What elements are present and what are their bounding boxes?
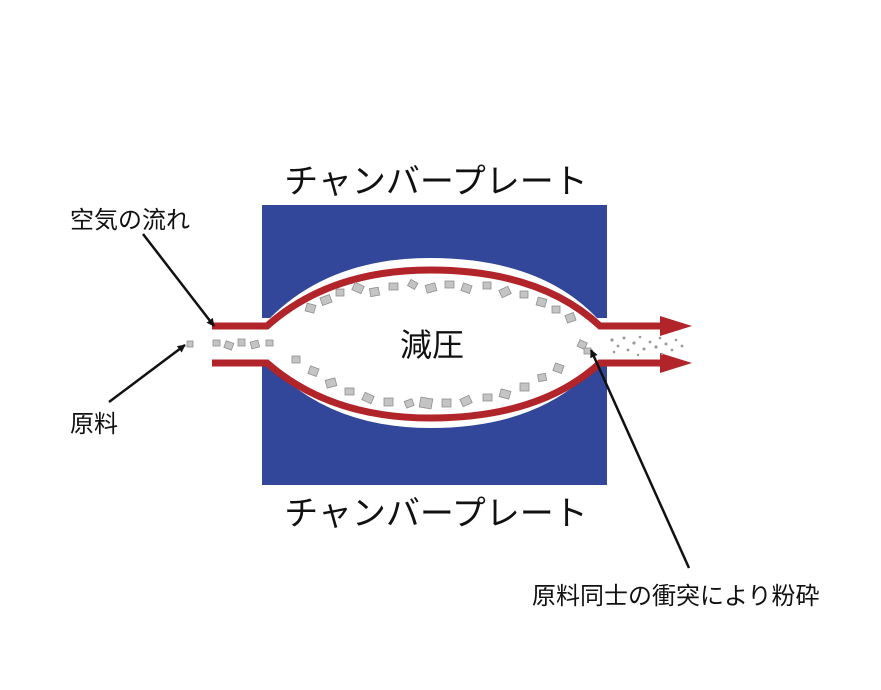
air-flow-label: 空気の流れ [70,206,190,234]
outlet-arrowhead-bottom [660,353,692,373]
air-flow-pointer [142,233,215,327]
particles-bottom-arc [291,355,565,410]
material-pointer [108,344,186,403]
particles-top-arc [304,278,577,324]
chamber-bottom-label: チャンバープレート [284,494,588,534]
flow-line-bottom [212,359,665,422]
pressure-reduction-label: 減圧 [400,326,464,364]
chamber-top-label: チャンバープレート [284,162,588,202]
flow-line-top [212,266,665,330]
particles-inlet [186,338,274,351]
outlet-arrowhead-top [660,316,692,336]
collision-pointer [589,349,691,569]
collision-label: 原料同士の衝突により粉砕 [532,582,820,610]
fine-powder-outlet [610,335,684,357]
material-label: 原料 [70,410,118,438]
